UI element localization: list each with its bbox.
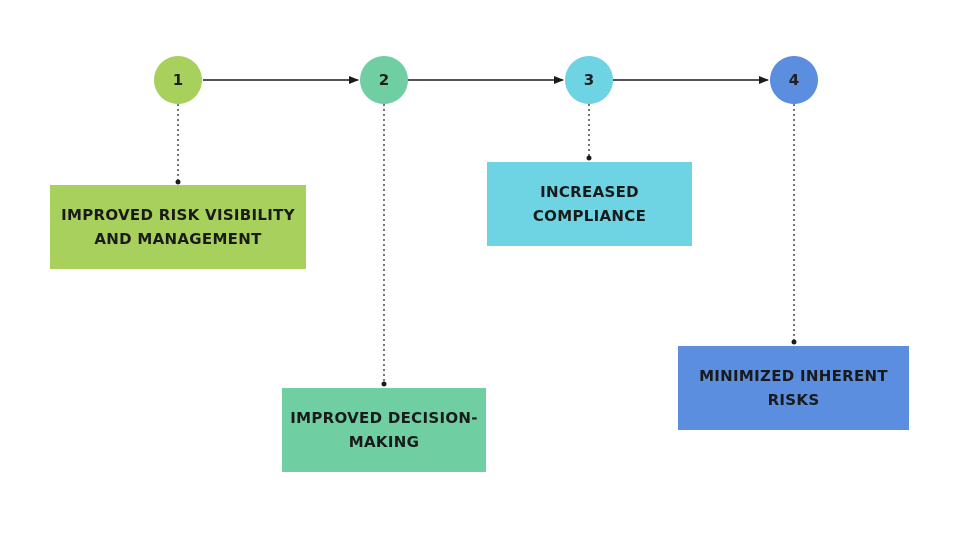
step-3-label: INCREASED COMPLIANCE bbox=[532, 183, 647, 225]
step-2-box: IMPROVED DECISION-MAKING bbox=[282, 388, 486, 472]
step-3-circle: 3 bbox=[565, 56, 613, 104]
step-3-box: INCREASED COMPLIANCE bbox=[487, 162, 692, 246]
connector-dot-3 bbox=[586, 155, 592, 161]
step-4-label: MINIMIZED INHERENT RISKS bbox=[699, 367, 888, 409]
step-2-label: IMPROVED DECISION-MAKING bbox=[290, 409, 478, 451]
connector-dot-4 bbox=[791, 339, 797, 345]
step-2-circle: 2 bbox=[360, 56, 408, 104]
step-4-circle: 4 bbox=[770, 56, 818, 104]
connector-dot-1 bbox=[175, 179, 181, 185]
connector-dot-2 bbox=[381, 381, 387, 387]
step-4-box: MINIMIZED INHERENT RISKS bbox=[678, 346, 909, 430]
step-1-box: IMPROVED RISK VISIBILITY AND MANAGEMENT bbox=[50, 185, 306, 269]
step-1-label: IMPROVED RISK VISIBILITY AND MANAGEMENT bbox=[61, 206, 295, 248]
step-1-circle: 1 bbox=[154, 56, 202, 104]
